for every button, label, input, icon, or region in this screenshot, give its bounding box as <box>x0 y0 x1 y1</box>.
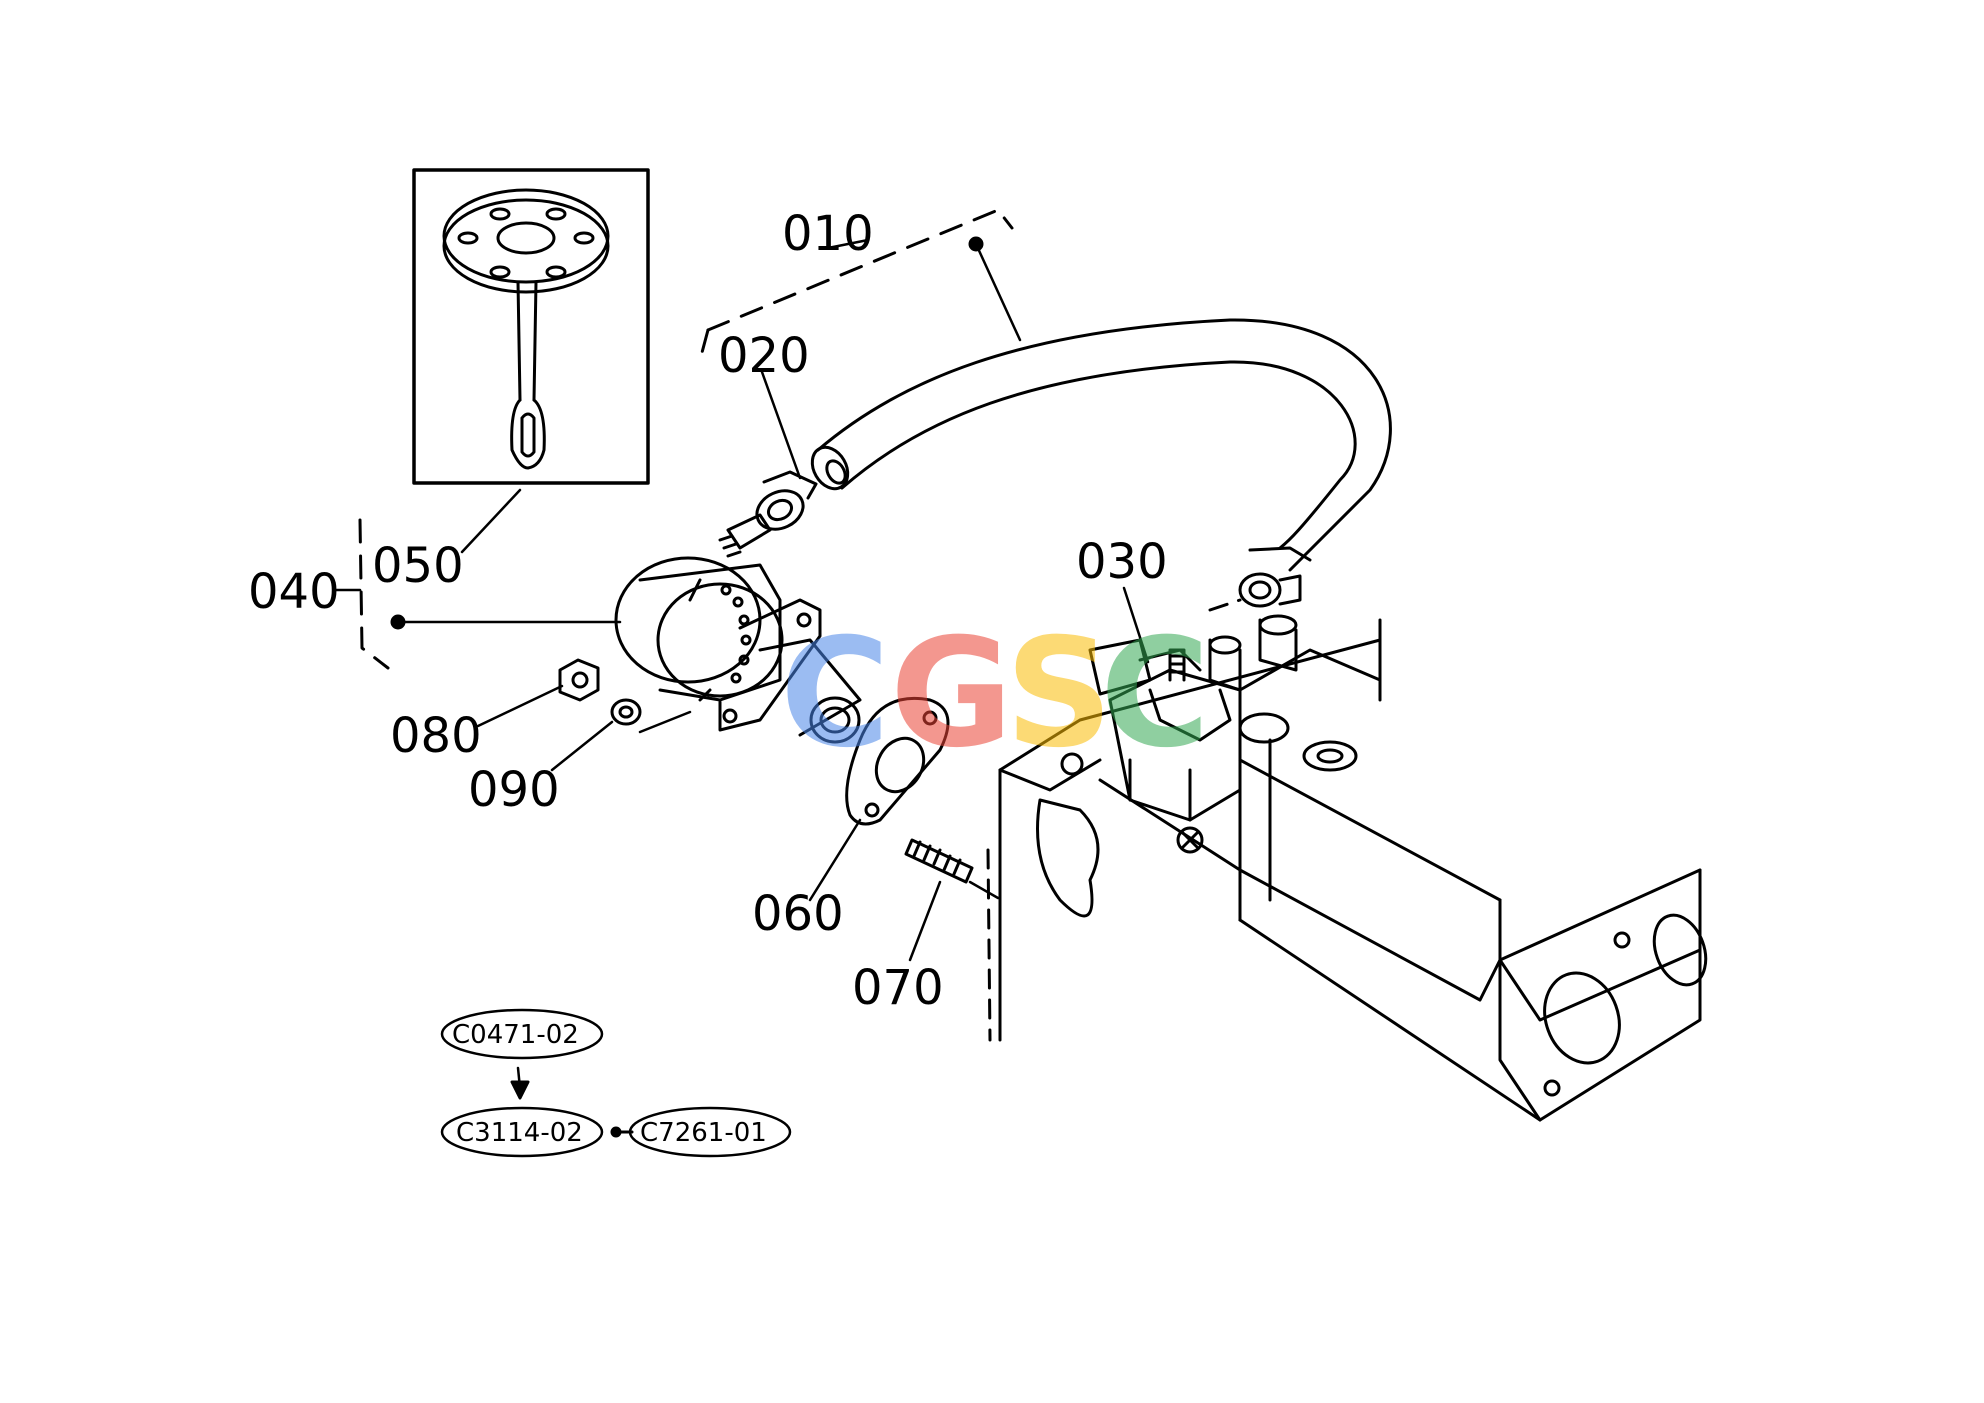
label-040: 040 <box>248 564 340 620</box>
gasket-060 <box>845 696 950 826</box>
engine-housing <box>998 614 1708 1122</box>
hose-010 <box>810 318 1392 572</box>
label-010: 010 <box>782 206 874 262</box>
bracket-010 <box>698 208 1014 362</box>
label-090: 090 <box>468 762 560 818</box>
label-070: 070 <box>852 960 944 1016</box>
nut-080 <box>558 658 600 702</box>
watermark: C G S C <box>780 607 1210 781</box>
label-020: 020 <box>718 328 810 384</box>
label-060: 060 <box>752 886 844 942</box>
clip-right <box>1238 546 1312 608</box>
ref-code-3: C7261-01 <box>640 1118 767 1148</box>
label-050: 050 <box>372 538 464 594</box>
watermark-letter-4: C <box>1100 607 1210 781</box>
washer-090 <box>610 698 642 726</box>
bracket-040 <box>358 518 390 670</box>
leader-lines <box>334 238 1150 1090</box>
watermark-letter-3: S <box>1005 607 1113 781</box>
ref-code-2: C3114-02 <box>456 1118 583 1148</box>
label-030: 030 <box>1076 534 1168 590</box>
housing-dashed-edge <box>986 598 1242 1042</box>
inset-box-050 <box>412 168 650 485</box>
watermark-letter-1: C <box>780 607 890 781</box>
reference-codes <box>440 1008 792 1158</box>
clip-020 <box>718 470 818 558</box>
watermark-letter-2: G <box>890 607 1013 781</box>
stud-070 <box>904 838 974 884</box>
label-080: 080 <box>390 708 482 764</box>
pump-body-040 <box>614 556 862 744</box>
ref-code-1: C0471-02 <box>452 1020 579 1050</box>
